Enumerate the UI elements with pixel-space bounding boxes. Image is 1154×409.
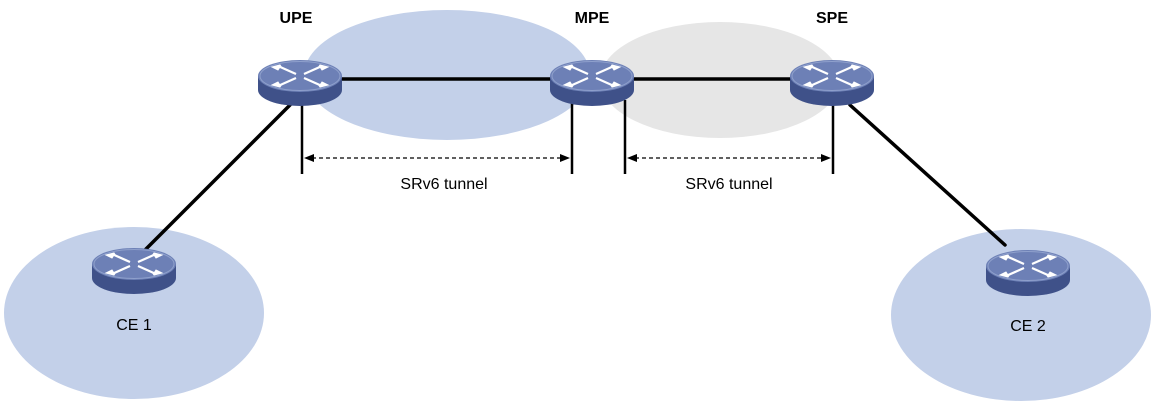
router-spe-icon [788, 58, 876, 108]
ce1-site-region [4, 227, 264, 399]
link-spe-ce2 [848, 103, 1007, 247]
tunnel-arrow-1 [304, 154, 570, 162]
ce2-site-region [891, 229, 1151, 401]
tunnel-label-1: SRv6 tunnel [400, 176, 487, 193]
tunnel-arrow-2 [627, 154, 831, 162]
router-mpe-icon [548, 58, 636, 108]
upe-mpe-domain-region [304, 10, 590, 140]
link-upe-ce1 [138, 103, 292, 257]
tunnel-label-2: SRv6 tunnel [685, 176, 772, 193]
router-upe-icon [256, 58, 344, 108]
router-ce1-icon [90, 246, 178, 296]
label-ce2: CE 2 [1010, 318, 1046, 335]
label-ce1: CE 1 [116, 317, 152, 334]
router-ce2-icon [984, 248, 1072, 298]
label-upe: UPE [280, 10, 313, 27]
label-spe: SPE [816, 10, 848, 27]
label-mpe: MPE [575, 10, 610, 27]
